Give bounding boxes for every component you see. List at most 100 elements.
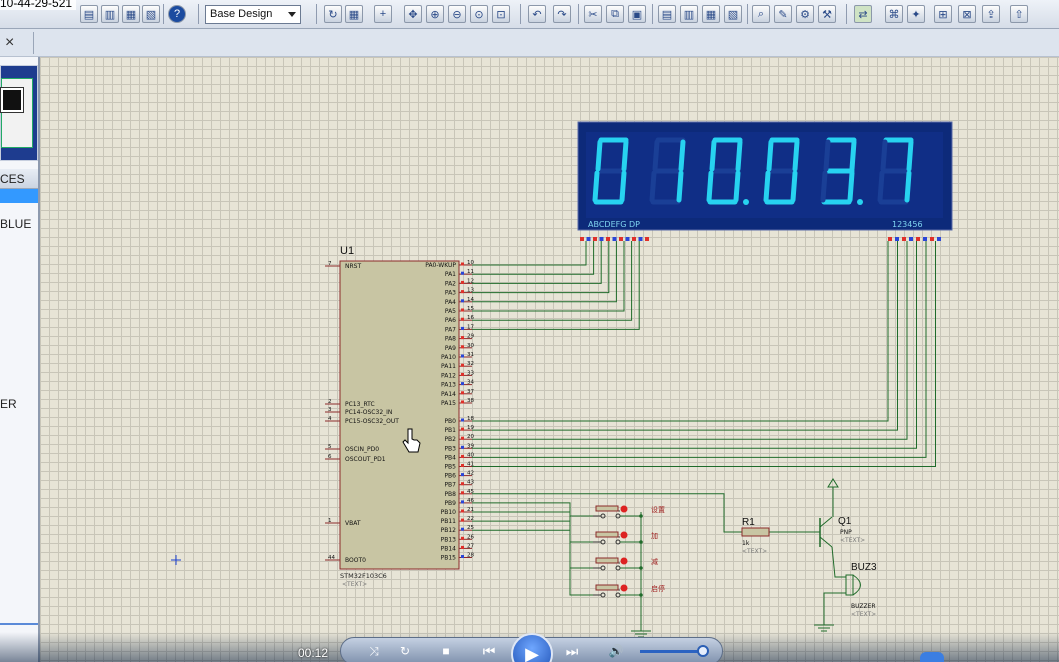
property-tool-icon[interactable]: ✦ — [907, 5, 925, 23]
volume-icon[interactable]: 🔊 — [608, 644, 624, 658]
pan-icon[interactable]: ✥ — [404, 5, 422, 23]
export-icon[interactable]: ▦ — [122, 5, 140, 23]
mcu-pin-name: PA11 — [441, 363, 456, 370]
mcu-pin-name: PA8 — [445, 336, 456, 343]
mcu-pin-name: PB12 — [441, 527, 457, 534]
undo-icon[interactable]: ↶ — [528, 5, 546, 23]
remove-sheet-icon[interactable]: ⊠ — [958, 5, 976, 23]
netlist-icon[interactable]: ⇧ — [1010, 5, 1028, 23]
mcu-pin-name: BOOT0 — [345, 557, 366, 564]
paste-icon[interactable]: ▣ — [628, 5, 646, 23]
mcu-pin-name: PB10 — [441, 509, 457, 516]
shuffle-icon[interactable]: ⤨ — [369, 643, 379, 658]
mcu-pin-number: 31 — [467, 352, 474, 358]
push-button[interactable]: 减 — [593, 557, 658, 571]
segment-f — [823, 139, 831, 172]
origin-icon[interactable]: + — [374, 5, 392, 23]
resistor-r1[interactable]: R1 1k <TEXT> — [741, 517, 770, 555]
display-pin — [895, 237, 899, 241]
mcu-pin-number: 15 — [467, 306, 474, 312]
print-icon[interactable]: ▧ — [142, 5, 160, 23]
goto-sheet-icon[interactable]: ⇪ — [982, 5, 1000, 23]
mcu-pin-number: 10 — [467, 260, 474, 266]
segment-f — [709, 139, 717, 172]
mcu-pin-name: OSCIN_PD0 — [345, 446, 379, 453]
mcu-pin-name: PB5 — [444, 464, 456, 471]
make-device-icon[interactable]: ✎ — [774, 5, 792, 23]
mcu-pin-name: PB11 — [441, 518, 457, 525]
devices-header[interactable]: CES — [0, 169, 38, 189]
play-button[interactable]: ▶ — [511, 633, 553, 662]
mcu-pin-number: 32 — [467, 361, 474, 367]
display-pin — [612, 237, 617, 241]
push-button[interactable]: 加 — [593, 531, 658, 545]
mcu-pin-marker — [461, 262, 464, 266]
mcu-pin-name: PA9 — [445, 345, 456, 352]
design-select[interactable]: Base Design — [205, 5, 301, 24]
mcu-pin-name: PA1 — [445, 271, 456, 278]
import-icon[interactable]: ▥ — [101, 5, 119, 23]
mcu-pin-name: PA2 — [445, 280, 456, 287]
push-button[interactable]: 启停 — [593, 584, 665, 598]
display-pin — [645, 237, 649, 241]
volume-knob[interactable] — [697, 645, 709, 657]
mcu-pin-marker — [461, 436, 464, 440]
seven-segment-display[interactable]: ABCDEFG DP 123456 — [577, 121, 953, 241]
decompose-icon[interactable]: ⚒ — [818, 5, 836, 23]
segment-b — [906, 139, 914, 172]
help-icon[interactable]: ? — [168, 5, 186, 23]
mcu-pin-number: 12 — [467, 278, 474, 284]
mcu-pin-name: PB14 — [441, 545, 457, 552]
refresh-icon[interactable]: ↻ — [324, 5, 342, 23]
origin-marker — [171, 555, 181, 565]
display-pin — [586, 237, 591, 241]
mcu-pin-number: 41 — [467, 462, 474, 468]
new-sheet-icon[interactable]: ⊞ — [934, 5, 952, 23]
previous-icon[interactable]: ⏮ — [482, 642, 496, 659]
redo-icon[interactable]: ↷ — [553, 5, 571, 23]
transistor-q1[interactable]: Q1 PNP <TEXT> — [814, 478, 865, 548]
copy-icon[interactable]: ⧉ — [606, 5, 624, 23]
segment-e — [649, 170, 657, 203]
buzzer-buz3[interactable]: BUZ3 BUZZER <TEXT> — [845, 562, 877, 618]
segment-e — [763, 170, 771, 203]
mcu-pin-name: PA14 — [441, 391, 456, 398]
mcu-part: STM32F103C6 — [340, 572, 387, 580]
display-pin — [638, 237, 643, 241]
mcu-pin-number: 46 — [467, 498, 474, 504]
push-button[interactable]: 设置 — [593, 505, 665, 519]
zoom-in-icon[interactable]: ⊕ — [426, 5, 444, 23]
wire-autorouter-icon[interactable]: ⇄ — [854, 5, 872, 23]
mcu-pin-name: VBAT — [345, 520, 361, 527]
overview-window[interactable] — [0, 65, 38, 161]
mcu-pin-marker — [461, 354, 464, 358]
close-icon[interactable]: × — [5, 34, 15, 51]
volume-slider[interactable] — [640, 650, 704, 653]
device-list-item[interactable]: ER — [0, 397, 17, 411]
block-delete-icon[interactable]: ▧ — [724, 5, 742, 23]
package-tool-icon[interactable]: ⚙ — [796, 5, 814, 23]
grid-icon[interactable]: ▦ — [345, 5, 363, 23]
block-copy-icon[interactable]: ▤ — [658, 5, 676, 23]
block-move-icon[interactable]: ▥ — [680, 5, 698, 23]
zoom-area-icon[interactable]: ⊡ — [492, 5, 510, 23]
segment-f — [595, 139, 603, 172]
zoom-out-icon[interactable]: ⊖ — [448, 5, 466, 23]
pick-device-icon[interactable]: ⌕ — [752, 5, 770, 23]
next-icon[interactable]: ⏭ — [565, 642, 579, 659]
stop-icon[interactable]: ■ — [442, 644, 450, 658]
zoom-all-icon[interactable]: ⊙ — [470, 5, 488, 23]
display-pin — [593, 237, 597, 241]
device-list-item[interactable]: BLUE — [0, 217, 32, 231]
cut-icon[interactable]: ✂ — [584, 5, 602, 23]
buzzer-ref: BUZ3 — [851, 562, 877, 573]
search-icon[interactable]: ⌘ — [885, 5, 903, 23]
block-rotate-icon[interactable]: ▦ — [702, 5, 720, 23]
repeat-icon[interactable]: ↻ — [399, 644, 411, 658]
segment-e — [877, 170, 885, 203]
save-icon[interactable]: ▤ — [80, 5, 98, 23]
device-selected-row[interactable] — [0, 189, 38, 203]
